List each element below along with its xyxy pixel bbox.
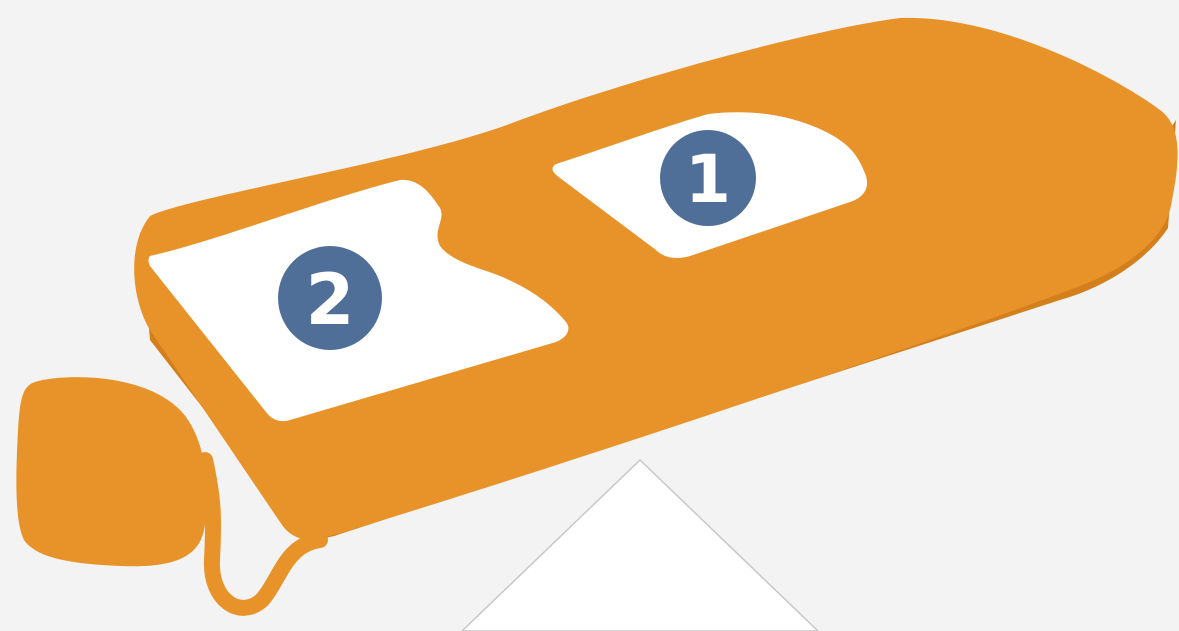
- marker-1-label: 1: [685, 141, 731, 218]
- marker-2-label: 2: [306, 259, 355, 341]
- step-marker-1: 1: [660, 130, 756, 226]
- step-marker-2: 2: [278, 246, 382, 350]
- connector-plug: [16, 377, 207, 566]
- callout-pointer: [462, 460, 818, 631]
